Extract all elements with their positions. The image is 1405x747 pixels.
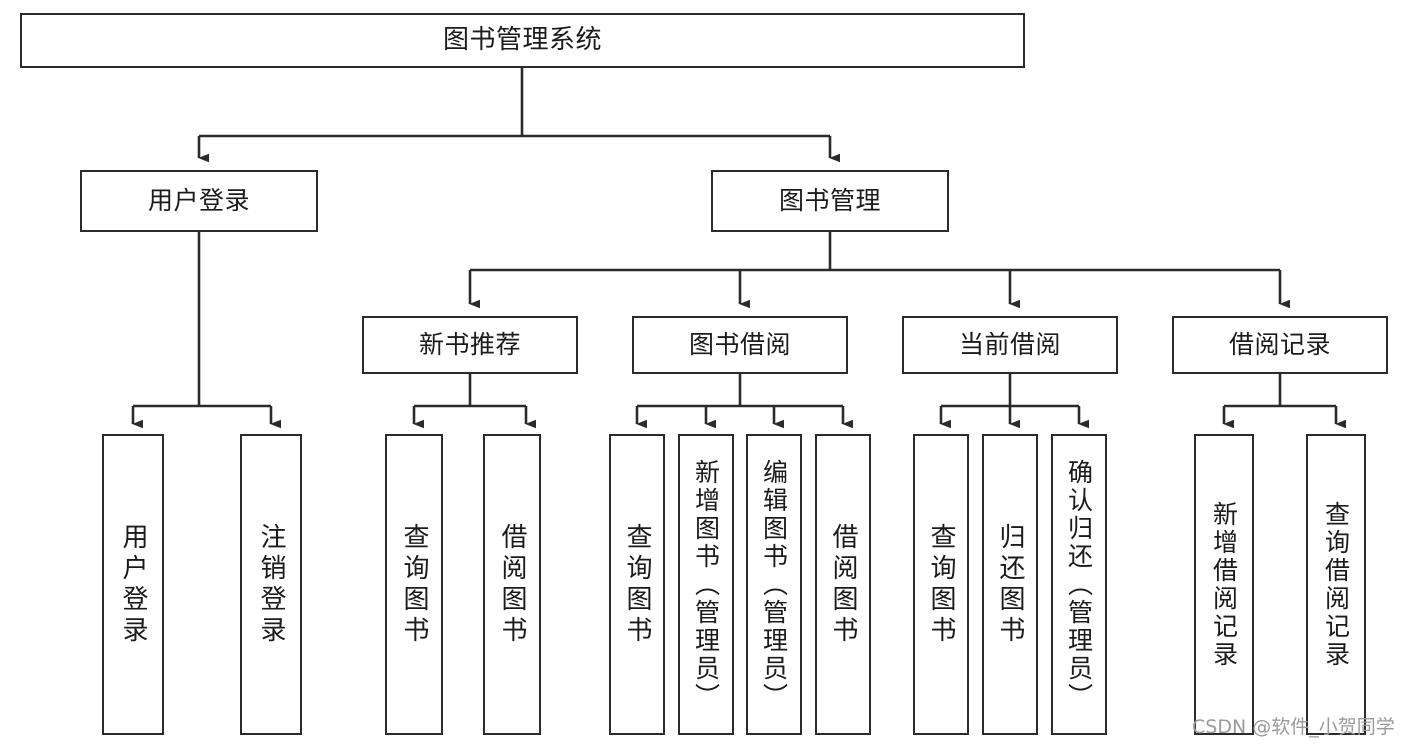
node-label: 查询图书 bbox=[622, 522, 652, 647]
node-leaf-query-book-recommend[interactable]: 查询图书 bbox=[385, 434, 443, 735]
node-label: 查询图书 bbox=[926, 522, 956, 647]
node-borrow-record[interactable]: 借阅记录 bbox=[1172, 316, 1388, 374]
node-label: 新增借阅记录 bbox=[1209, 500, 1239, 669]
node-label: 图书借阅 bbox=[688, 330, 791, 360]
node-leaf-edit-book-admin[interactable]: 编辑图书（管理员） bbox=[746, 434, 802, 735]
node-label: 用户登录 bbox=[118, 522, 148, 647]
node-label: 借阅图书 bbox=[497, 522, 527, 647]
node-new-book-recommend[interactable]: 新书推荐 bbox=[362, 316, 578, 374]
node-root-book-management-system[interactable]: 图书管理系统 bbox=[20, 13, 1025, 68]
node-leaf-query-book-current[interactable]: 查询图书 bbox=[913, 434, 969, 735]
node-label: 查询图书 bbox=[399, 522, 429, 647]
node-leaf-logout-login[interactable]: 注销登录 bbox=[240, 434, 302, 735]
csdn-watermark: CSDN @软件_小贺同学 bbox=[1192, 716, 1395, 738]
node-label: 编辑图书（管理员） bbox=[759, 458, 789, 711]
node-book-borrow[interactable]: 图书借阅 bbox=[632, 316, 848, 374]
node-leaf-query-borrow-record[interactable]: 查询借阅记录 bbox=[1306, 434, 1366, 735]
node-label: 注销登录 bbox=[256, 522, 286, 647]
node-label: 新增图书（管理员） bbox=[691, 458, 721, 711]
node-current-borrow[interactable]: 当前借阅 bbox=[902, 316, 1118, 374]
node-leaf-confirm-return-admin[interactable]: 确认归还（管理员） bbox=[1051, 434, 1107, 735]
node-leaf-user-login[interactable]: 用户登录 bbox=[102, 434, 164, 735]
node-label: 当前借阅 bbox=[958, 330, 1061, 360]
node-leaf-return-book[interactable]: 归还图书 bbox=[982, 434, 1038, 735]
node-leaf-borrow-book-recommend[interactable]: 借阅图书 bbox=[483, 434, 541, 735]
node-label: 用户登录 bbox=[147, 186, 250, 216]
node-label: 查询借阅记录 bbox=[1321, 500, 1351, 669]
node-leaf-add-book-admin[interactable]: 新增图书（管理员） bbox=[678, 434, 734, 735]
node-label: 归还图书 bbox=[995, 522, 1025, 647]
node-label: 新书推荐 bbox=[418, 330, 521, 360]
node-label: 借阅记录 bbox=[1228, 330, 1331, 360]
node-book-management[interactable]: 图书管理 bbox=[711, 170, 949, 232]
node-leaf-add-borrow-record[interactable]: 新增借阅记录 bbox=[1194, 434, 1254, 735]
node-label: 确认归还（管理员） bbox=[1064, 458, 1094, 711]
node-label: 借阅图书 bbox=[828, 522, 858, 647]
node-user-login[interactable]: 用户登录 bbox=[80, 170, 318, 232]
node-label: 图书管理 bbox=[778, 186, 881, 216]
node-label: 图书管理系统 bbox=[442, 25, 602, 56]
node-leaf-borrow-book[interactable]: 借阅图书 bbox=[815, 434, 871, 735]
node-leaf-query-book-borrow[interactable]: 查询图书 bbox=[609, 434, 665, 735]
